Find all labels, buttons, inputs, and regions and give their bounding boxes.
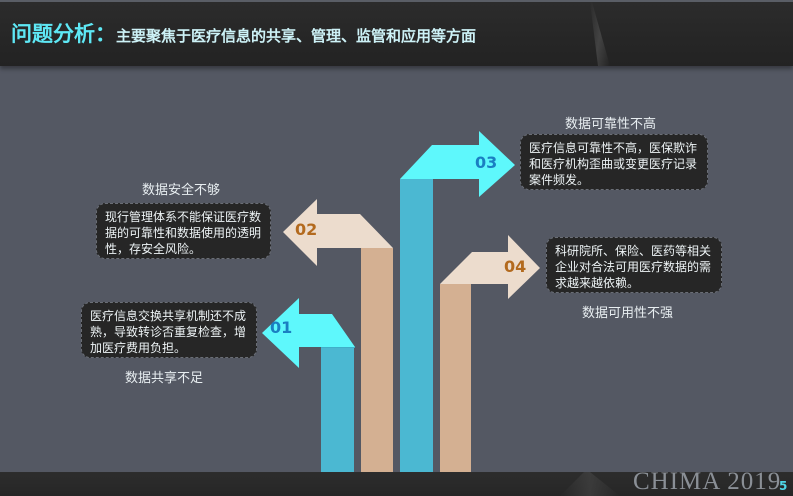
caption-03: 数据可靠性不高	[565, 117, 657, 132]
title-lead: 问题分析：	[11, 22, 116, 46]
textbox-04: 科研院所、保险、医药等相关企业对合法可用医疗数据的需求越来越依赖。	[546, 237, 722, 293]
caption-01: 数据共享不足	[125, 371, 204, 386]
bar-02	[361, 248, 393, 474]
bar-04	[440, 284, 471, 474]
header-fold-decoration	[590, 2, 610, 66]
item-number-03: 03	[475, 153, 498, 172]
item-number-04: 04	[504, 257, 527, 276]
textbox-01: 医疗信息交换共享机制还不成熟，导致转诊否重复检查，增加医疗费用负担。	[81, 302, 257, 358]
item-number-02: 02	[295, 220, 318, 239]
slide-header: 问题分析：主要聚焦于医疗信息的共享、管理、监管和应用等方面	[0, 0, 793, 66]
slide-title: 问题分析：主要聚焦于医疗信息的共享、管理、监管和应用等方面	[11, 18, 476, 48]
textbox-02: 现行管理体系不能保证医疗数据的可靠性和数据使用的透明性，存安全风险。	[96, 203, 271, 259]
title-rest: 主要聚焦于医疗信息的共享、管理、监管和应用等方面	[116, 27, 477, 45]
caption-04: 数据可用性不强	[582, 306, 674, 321]
slide-footer	[0, 472, 793, 496]
textbox-03: 医疗信息可靠性不高，医保欺诈和医疗机构歪曲或变更医疗记录案件频发。	[520, 134, 708, 190]
item-number-01: 01	[270, 318, 293, 337]
page-number: 5	[779, 479, 788, 493]
brand-watermark: CHIMA 2019	[633, 468, 782, 495]
bar-01	[321, 347, 354, 474]
bar-03	[400, 179, 433, 474]
arrow-04-right-icon: 04	[440, 235, 540, 301]
arrow-03-right-icon: 03	[400, 131, 516, 197]
arrow-02-left-icon: 02	[283, 199, 395, 281]
arrow-01-left-icon: 01	[262, 298, 356, 380]
caption-02: 数据安全不够	[142, 183, 221, 198]
